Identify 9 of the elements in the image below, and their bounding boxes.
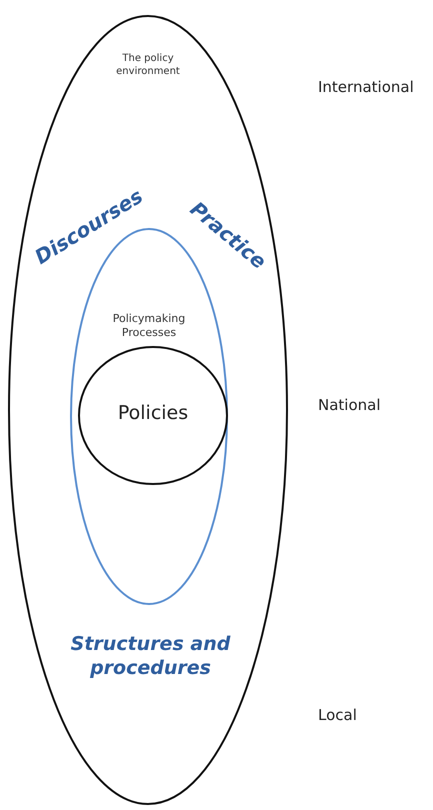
level-label: National <box>318 396 381 414</box>
outer-ellipse <box>8 15 288 805</box>
ellipse-title: Policymaking Processes <box>112 312 186 340</box>
ellipse-title: The policy environment <box>115 53 181 78</box>
level-label: Local <box>318 706 357 724</box>
area-label: Structures and procedures <box>70 633 232 680</box>
level-label: International <box>318 78 414 96</box>
circle-label: Policies <box>116 402 190 426</box>
circle <box>78 346 228 485</box>
